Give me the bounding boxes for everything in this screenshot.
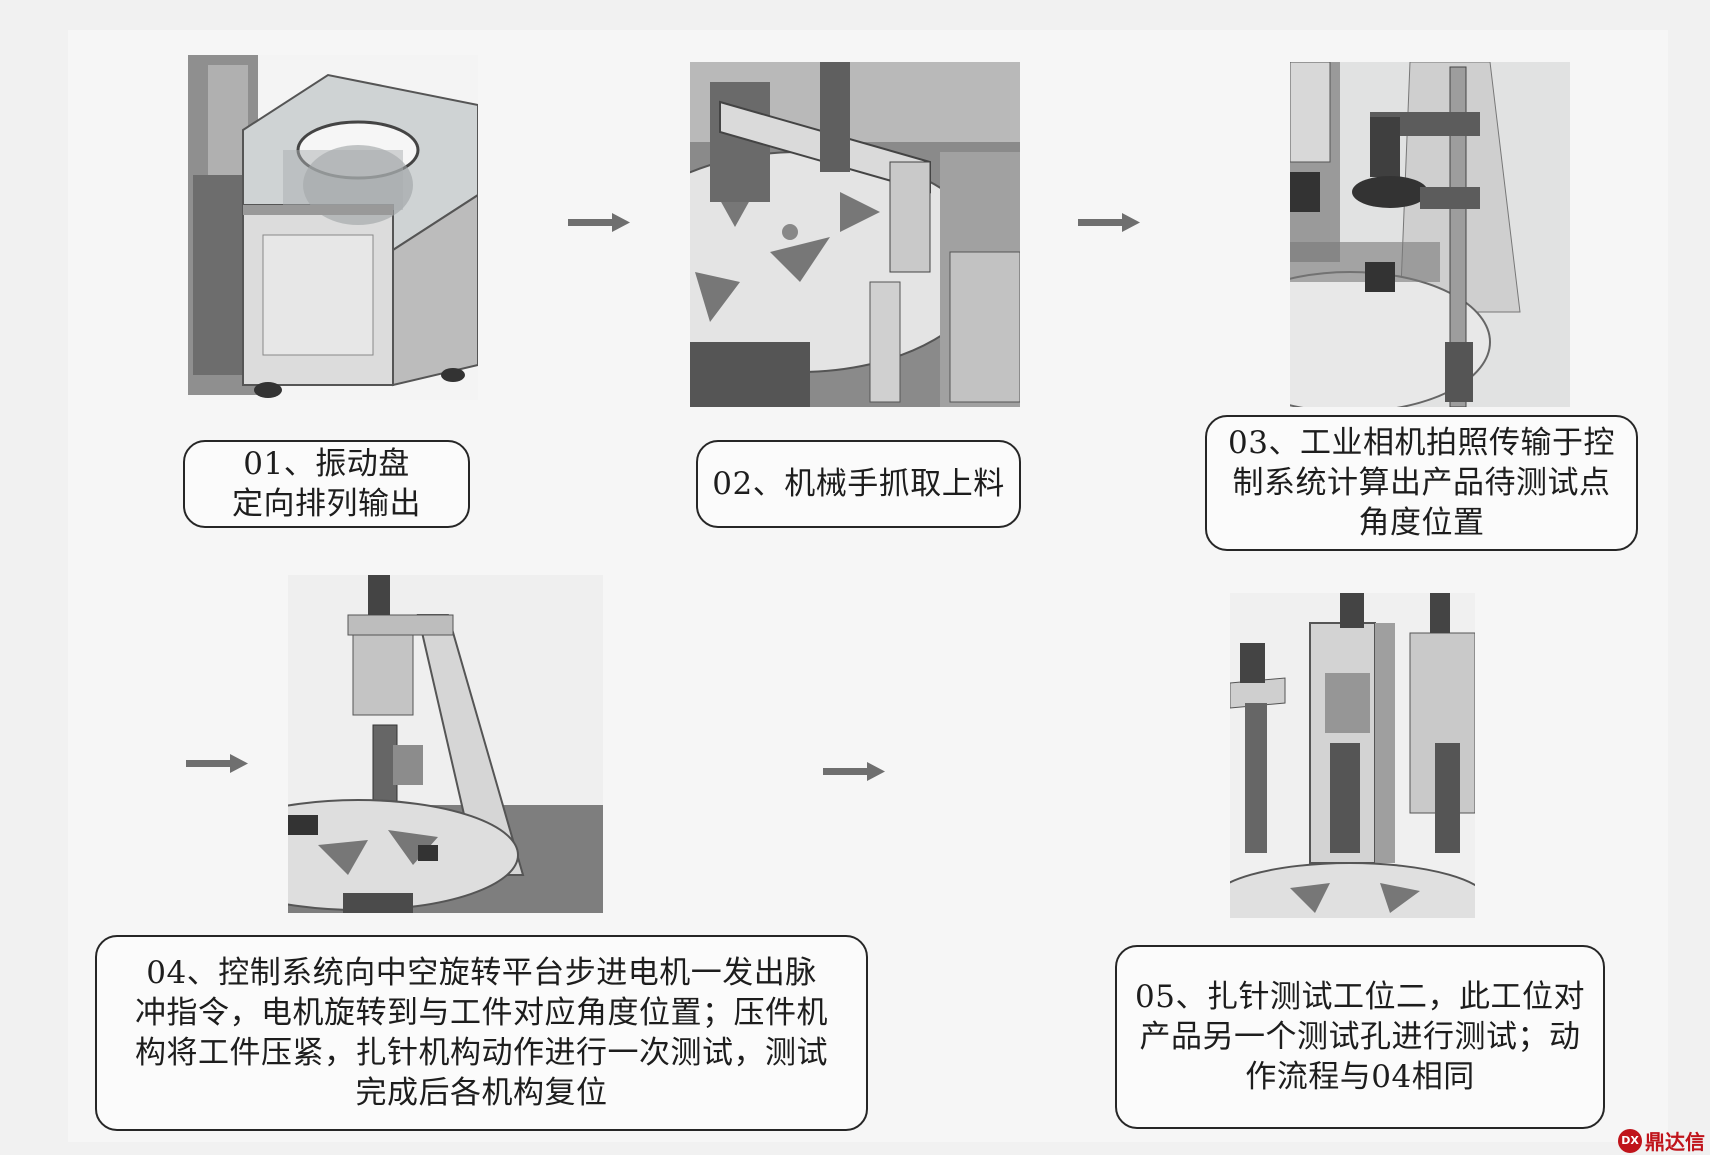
arrow-02-to-03 — [1078, 211, 1140, 233]
step-04-line-3: 构将工件压紧，扎针机构动作进行一次测试，测试 — [135, 1035, 828, 1071]
step-04-line-4: 完成后各机构复位 — [355, 1075, 608, 1111]
arrow-01-to-02 — [568, 211, 630, 233]
step-03-label: 03、工业相机拍照传输于控 制系统计算出产品待测试点 角度位置 — [1205, 415, 1638, 551]
step-03-line-2: 制系统计算出产品待测试点 — [1232, 465, 1611, 501]
step-03-line-1: 03、工业相机拍照传输于控 — [1228, 425, 1615, 461]
step-02-label: 02、机械手抓取上料 — [696, 440, 1021, 528]
step-05-line-2: 产品另一个测试孔进行测试；动 — [1139, 1019, 1581, 1055]
step-04-label: 04、控制系统向中空旋转平台步进电机一发出脉 冲指令，电机旋转到与工件对应角度位… — [95, 935, 868, 1131]
step-05-label: 05、扎针测试工位二，此工位对 产品另一个测试孔进行测试；动 作流程与04相同 — [1115, 945, 1605, 1129]
arrow-03-to-04 — [186, 752, 248, 774]
step-02-image — [690, 62, 1020, 407]
step-05-line-3: 作流程与04相同 — [1245, 1059, 1475, 1095]
step-01-line-1: 01、振动盘 — [243, 446, 410, 482]
step-04-image — [288, 575, 603, 913]
step-03-image — [1290, 62, 1570, 407]
step-01-label: 01、振动盘 定向排列输出 — [183, 440, 470, 528]
arrow-04-to-05 — [823, 760, 885, 782]
step-02-line-1: 02、机械手抓取上料 — [712, 466, 1005, 502]
step-05-line-1: 05、扎针测试工位二，此工位对 — [1135, 979, 1585, 1015]
step-04-line-1: 04、控制系统向中空旋转平台步进电机一发出脉 — [146, 955, 817, 991]
step-04-line-2: 冲指令，电机旋转到与工件对应角度位置；压件机 — [135, 995, 828, 1031]
step-05-image — [1230, 593, 1475, 918]
step-01-image — [188, 55, 478, 400]
watermark-text: 鼎达信 — [1645, 1130, 1705, 1154]
step-03-line-3: 角度位置 — [1358, 505, 1485, 541]
watermark-logo: DX 鼎达信 — [1618, 1126, 1710, 1155]
logo-mark-icon: DX — [1618, 1128, 1642, 1153]
step-01-line-2: 定向排列输出 — [232, 486, 421, 522]
